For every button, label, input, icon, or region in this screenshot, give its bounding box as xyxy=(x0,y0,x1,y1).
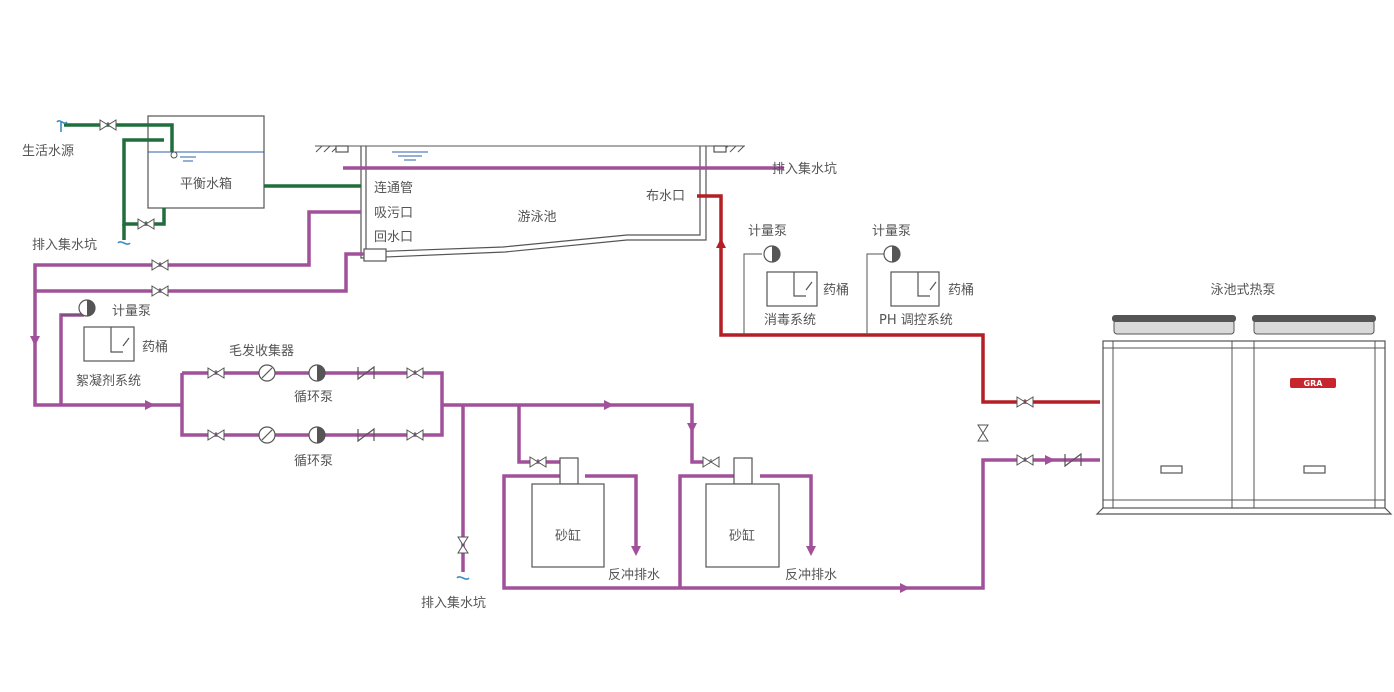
distribution-outlet-label: 布水口 xyxy=(646,189,685,204)
balance-tank xyxy=(147,115,265,209)
pump1-outlet-valve-icon[interactable] xyxy=(406,367,424,379)
ph-control-system-label: PH 调控系统 xyxy=(879,313,953,328)
connecting-pipe-label: 连通管 xyxy=(374,180,413,196)
disinfection-system-label: 消毒系统 xyxy=(764,313,816,328)
bypass-valve-icon[interactable] xyxy=(977,424,989,442)
swimming-pool xyxy=(315,145,745,262)
hot-water-arrow xyxy=(716,238,726,248)
return-valve-icon[interactable] xyxy=(151,285,169,297)
hot-water-pipes xyxy=(697,194,1100,404)
flocculant-tank xyxy=(83,326,135,362)
drain-pit-label: 排入集水坑 xyxy=(421,595,486,611)
drain-pit-label: 排入集水坑 xyxy=(772,161,837,177)
source-valve-icon[interactable] xyxy=(99,119,117,131)
backwash-drain-label: 反冲排水 xyxy=(608,568,660,583)
suction-outlet-label: 吸污口 xyxy=(374,206,413,221)
return-inlet-label: 回水口 xyxy=(374,230,413,245)
drain-ripple-icon xyxy=(117,241,131,245)
circulation-pump-2-icon xyxy=(308,426,326,444)
hair-collector-2-icon xyxy=(258,426,276,444)
heat-pump-unit: GRA xyxy=(1095,315,1393,515)
circulation-pump-1-icon xyxy=(308,364,326,382)
hair-collector-1-icon xyxy=(258,364,276,382)
backwash-drain-label: 反冲排水 xyxy=(785,568,837,583)
heat-pump-label: 泳池式热泵 xyxy=(1210,283,1275,298)
metering-pump-3-icon xyxy=(78,299,96,317)
heat-pump-outlet-valve-icon[interactable] xyxy=(1016,396,1034,408)
circulation-pump-label: 循环泵 xyxy=(294,454,333,469)
drain-ripple-icon xyxy=(456,576,470,580)
pump2-outlet-valve-icon[interactable] xyxy=(406,429,424,441)
tank-drain-valve-icon[interactable] xyxy=(137,218,155,230)
hair-collector-label: 毛发收集器 xyxy=(229,343,294,359)
dosing-lines xyxy=(61,253,888,335)
sand-filter-label: 砂缸 xyxy=(555,528,581,544)
balance-tank-label: 平衡水箱 xyxy=(180,176,232,192)
pump2-inlet-valve-icon[interactable] xyxy=(207,429,225,441)
metering-pump-label: 计量泵 xyxy=(112,304,151,319)
heat-pump-brand-logo: GRA xyxy=(1304,379,1324,388)
flocculant-system-label: 絮凝剂系统 xyxy=(76,373,141,389)
heat-pump-inlet-valve-icon[interactable] xyxy=(1016,454,1034,466)
sand-filter-2 xyxy=(705,457,780,568)
water-source-label: 生活水源 xyxy=(22,144,74,159)
flow-arrows xyxy=(30,336,1055,593)
metering-pump-label: 计量泵 xyxy=(748,224,787,239)
filter2-valve-icon[interactable] xyxy=(702,456,720,468)
chemical-tank-label: 药桶 xyxy=(948,283,974,298)
metering-pump-2-icon xyxy=(883,245,901,263)
sand-filter-label: 砂缸 xyxy=(729,528,755,544)
disinfection-tank xyxy=(766,271,818,307)
sand-filter-1 xyxy=(531,457,605,568)
metering-pump-label: 计量泵 xyxy=(872,224,911,239)
pump1-inlet-valve-icon[interactable] xyxy=(207,367,225,379)
metering-pump-1-icon xyxy=(763,245,781,263)
suction-valve-icon[interactable] xyxy=(151,259,169,271)
drain-valve-icon[interactable] xyxy=(457,536,469,554)
filter1-valve-icon[interactable] xyxy=(529,456,547,468)
pool-label: 游泳池 xyxy=(517,210,556,225)
chemical-tank-label: 药桶 xyxy=(142,340,168,355)
chemical-tank-label: 药桶 xyxy=(823,283,849,298)
drain-pit-label: 排入集水坑 xyxy=(32,237,97,253)
circulation-pump-label: 循环泵 xyxy=(294,390,333,405)
ph-tank xyxy=(890,271,940,307)
